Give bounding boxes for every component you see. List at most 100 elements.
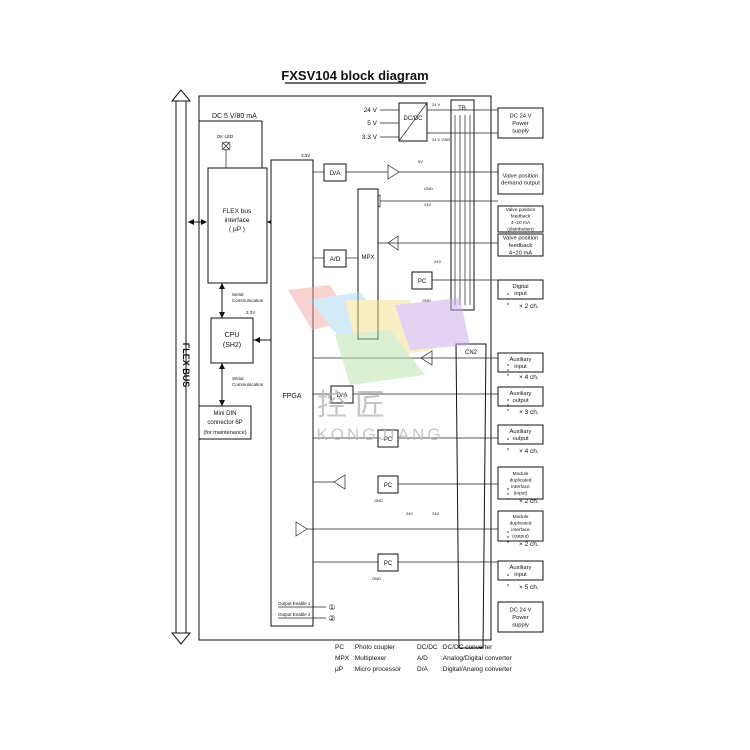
channel-multiplier: × 2 ch. bbox=[519, 498, 539, 505]
right-block-frame bbox=[497, 352, 544, 373]
right-block-frame bbox=[497, 601, 544, 633]
continuation-dot bbox=[507, 574, 509, 576]
right-block-text: Valve position bbox=[503, 236, 539, 242]
channel-multiplier: × 3 ch. bbox=[519, 409, 539, 416]
right-block-frame bbox=[497, 163, 544, 195]
legend-abbr-ad: A/D bbox=[417, 655, 428, 662]
right-block-text: DC 24 V bbox=[510, 114, 532, 120]
right-block-frame bbox=[497, 510, 544, 542]
continuation-dot bbox=[507, 579, 509, 581]
right-block-text: Power bbox=[512, 615, 529, 621]
amplifier-icon bbox=[295, 521, 308, 537]
right-block-text: Module bbox=[513, 514, 529, 520]
diagram-title: FXSV104 block diagram bbox=[281, 68, 428, 83]
output-enable-2-number: ② bbox=[328, 614, 335, 623]
right-block-text: (input) bbox=[514, 490, 528, 496]
right-block-text: Auxiliary bbox=[510, 429, 532, 435]
continuation-dot bbox=[507, 488, 509, 490]
continuation-dot bbox=[507, 493, 509, 495]
right-block-text: duplicated bbox=[510, 477, 532, 483]
dcdc-top-label: DC/DC bbox=[404, 116, 424, 122]
right-block-text: output bbox=[512, 398, 529, 404]
da-mid-label: D/A bbox=[337, 392, 349, 399]
serial-comm-1-line2: Communication bbox=[232, 298, 264, 303]
watermark-cn: 控匠 bbox=[317, 388, 393, 423]
right-block-text: 4~20 mA bbox=[509, 250, 532, 256]
mark-gnd-3: GND bbox=[374, 498, 383, 503]
legend-text-dcdc: :DC/DC converter bbox=[441, 644, 493, 651]
legend-text-da: :Digital/Analog converter bbox=[441, 666, 513, 673]
right-block-text: interface bbox=[511, 527, 530, 533]
photo-coupler-1 bbox=[411, 271, 433, 290]
right-block-text: (output) bbox=[512, 533, 529, 539]
fpga-label: FPGA bbox=[282, 393, 301, 400]
right-block-text: DC 24 V bbox=[510, 608, 532, 614]
mark-24v-1: 24V bbox=[424, 202, 431, 207]
legend-abbr-da: D/A bbox=[417, 666, 429, 673]
legend-text-mpx: :Multiplexer bbox=[353, 655, 387, 662]
serial-comm-2-line2: Communication bbox=[232, 382, 264, 387]
right-block-text: Valve position bbox=[506, 207, 536, 213]
right-block-text: (distribution) bbox=[507, 226, 534, 232]
ad-converter bbox=[323, 249, 347, 268]
right-block-text: input bbox=[514, 291, 527, 297]
terminal-block bbox=[450, 99, 475, 311]
right-block-text: 4~20 mA bbox=[511, 220, 531, 226]
cpu-3v3: 3.3V bbox=[246, 310, 255, 315]
dcdc-mark-top: 24 V bbox=[432, 102, 441, 107]
continuation-dot bbox=[507, 364, 509, 366]
right-block-text: feedback bbox=[511, 213, 531, 219]
da-converter-top bbox=[323, 163, 347, 182]
fpga-block bbox=[270, 159, 314, 627]
dcdc-mark-bottom: 24 V GND bbox=[432, 137, 450, 142]
right-block-text: input bbox=[514, 364, 527, 370]
mini-din-connector bbox=[198, 405, 252, 440]
legend-abbr-mpx: MPX bbox=[335, 655, 350, 662]
channel-multiplier: × 5 ch. bbox=[519, 584, 539, 591]
da-top-label: D/A bbox=[330, 170, 342, 177]
right-block-text: Valve position bbox=[503, 173, 539, 179]
legend-abbr-up: μP bbox=[335, 666, 343, 673]
cn2-connector bbox=[455, 343, 487, 649]
continuation-dot bbox=[507, 443, 509, 445]
cpu-line1: CPU bbox=[225, 332, 240, 339]
continuation-dot bbox=[507, 584, 509, 586]
right-block-text: Power bbox=[512, 121, 529, 127]
right-block-text: demand output bbox=[501, 181, 540, 187]
watermark-en: KONGJIANG bbox=[316, 425, 443, 444]
mark-24v-4: 24V bbox=[432, 511, 439, 516]
channel-multiplier: × 2 ch. bbox=[519, 303, 539, 310]
right-block-text: Module bbox=[513, 471, 529, 477]
channel-multiplier: × 4 ch. bbox=[519, 448, 539, 455]
mark-5v: 5V bbox=[418, 159, 423, 164]
right-block-text: feedback bbox=[509, 243, 533, 249]
ok-led-label: OK LED bbox=[217, 134, 234, 139]
watermark bbox=[288, 285, 470, 385]
pc3-label: PC bbox=[384, 483, 393, 489]
mini-din-line2: connector 6P bbox=[207, 420, 242, 426]
continuation-dot bbox=[507, 404, 509, 406]
continuation-dot bbox=[507, 409, 509, 411]
continuation-dot bbox=[507, 303, 509, 305]
right-block-text: Digital bbox=[512, 284, 528, 290]
cn2-label: CN2 bbox=[465, 350, 478, 356]
output-enable-2-label: Output Enable 2 bbox=[278, 612, 311, 617]
mark-24v-2: 24V bbox=[434, 259, 441, 264]
right-block-frame bbox=[497, 466, 544, 500]
flex-if-line1: FLEX bus bbox=[223, 208, 252, 215]
right-block-text: Auxiliary bbox=[510, 565, 532, 571]
mini-din-line3: (for maintenance) bbox=[203, 430, 246, 436]
right-block: Valve position demand output bbox=[497, 163, 544, 195]
photo-coupler-2 bbox=[377, 429, 399, 448]
serial-comm-2-line1: Serial bbox=[232, 376, 244, 381]
photo-coupler-4 bbox=[377, 553, 399, 572]
da-converter-mid bbox=[330, 385, 354, 404]
output-enable-1-label: Output Enable 1 bbox=[278, 601, 311, 606]
serial-comm-1-line1: Serial bbox=[232, 292, 244, 297]
